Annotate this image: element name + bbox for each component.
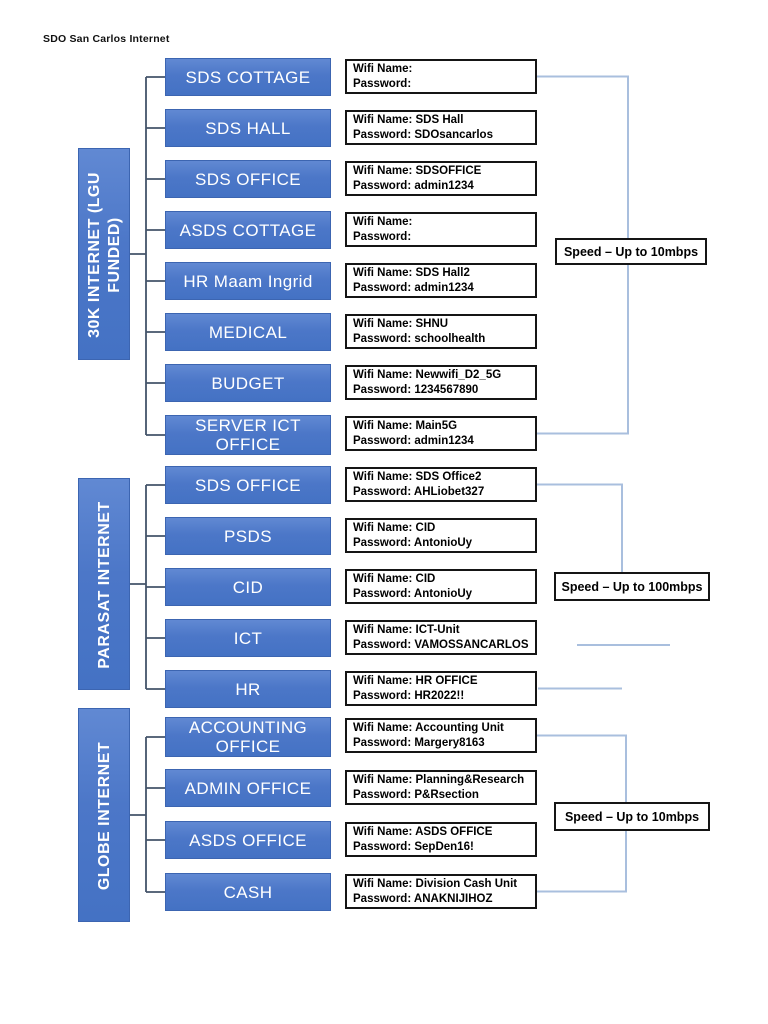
wifi-name-line: Wifi Name: Accounting Unit [353,722,504,734]
group-label: 30K INTERNET (LGU FUNDED) [78,148,130,360]
password-line: Password: admin1234 [353,179,474,192]
password-line: Password: SDOsancarlos [353,128,493,141]
office-box: ASDS COTTAGE [165,211,331,249]
speed-box: Speed – Up to 10mbps [554,802,710,831]
wifi-name-line: Wifi Name: [353,216,413,228]
speed-box: Speed – Up to 10mbps [555,238,707,265]
wifi-name-line: Wifi Name: SDSOFFICE [353,165,482,177]
office-box: SERVER ICT OFFICE [165,415,331,455]
office-box: HR [165,670,331,708]
wifi-name-line: Wifi Name: ASDS OFFICE [353,826,493,838]
wifi-name-line: Wifi Name: CID [353,522,436,534]
wifi-name-line: Wifi Name: SDS Hall [353,114,464,126]
wifi-name-line: Wifi Name: Division Cash Unit [353,878,518,890]
password-line: Password: admin1234 [353,281,474,294]
group-label-text: PARASAT INTERNET [96,501,113,669]
wifi-name-line: Wifi Name: Main5G [353,420,458,432]
password-line: Password: HR2022!! [353,689,465,702]
wifi-name-line: Wifi Name: CID [353,573,436,585]
password-line: Password: AntonioUy [353,536,473,549]
wifi-info-box: Wifi Name: CID Password: AntonioUy [345,569,537,604]
group-label-text: 30K INTERNET (LGU FUNDED) [86,172,123,338]
office-box: ASDS OFFICE [165,821,331,859]
office-box: SDS OFFICE [165,466,331,504]
wifi-info-box: Wifi Name: CID Password: AntonioUy [345,518,537,553]
wifi-info-box: Wifi Name: HR OFFICE Password: HR2022!! [345,671,537,706]
password-line: Password: [353,77,412,90]
password-line: Password: SepDen16! [353,840,474,853]
password-line: Password: P&Rsection [353,788,479,801]
wifi-info-box: Wifi Name: Password: [345,59,537,94]
office-box: ADMIN OFFICE [165,769,331,807]
office-box: ICT [165,619,331,657]
office-box: PSDS [165,517,331,555]
password-line: Password: ANAKNIJIHOZ [353,892,493,905]
office-box: ACCOUNTING OFFICE [165,717,331,757]
wifi-name-line: Wifi Name: Planning&Research [353,774,525,786]
page-title: SDO San Carlos Internet [43,33,170,45]
wifi-name-line: Wifi Name: HR OFFICE [353,675,478,687]
office-box: SDS HALL [165,109,331,147]
wifi-info-box: Wifi Name: Main5G Password: admin1234 [345,416,537,451]
office-box: CASH [165,873,331,911]
office-box: CID [165,568,331,606]
wifi-info-box: Wifi Name: SHNU Password: schoolhealth [345,314,537,349]
wifi-info-box: Wifi Name: Newwifi_D2_5G Password: 123456… [345,365,537,400]
office-box: SDS COTTAGE [165,58,331,96]
speed-box: Speed – Up to 100mbps [554,572,710,601]
office-box: HR Maam Ingrid [165,262,331,300]
wifi-name-line: Wifi Name: SDS Hall2 [353,267,470,279]
office-box: MEDICAL [165,313,331,351]
password-line: Password: Margery8163 [353,736,485,749]
wifi-name-line: Wifi Name: SHNU [353,318,449,330]
wifi-info-box: Wifi Name: SDSOFFICE Password: admin1234 [345,161,537,196]
password-line: Password: admin1234 [353,434,474,447]
group-label: GLOBE INTERNET [78,708,130,922]
wifi-name-line: Wifi Name: ICT-Unit [353,624,460,636]
wifi-name-line: Wifi Name: Newwifi_D2_5G [353,369,502,381]
password-line: Password: AHLiobet327 [353,485,485,498]
wifi-name-line: Wifi Name: SDS Office2 [353,471,482,483]
wifi-name-line: Wifi Name: [353,63,413,75]
office-box: BUDGET [165,364,331,402]
password-line: Password: AntonioUy [353,587,473,600]
group-label: PARASAT INTERNET [78,478,130,690]
group-label-text: GLOBE INTERNET [96,741,113,891]
wifi-info-box: Wifi Name: Password: [345,212,537,247]
office-box: SDS OFFICE [165,160,331,198]
password-line: Password: 1234567890 [353,383,479,396]
password-line: Password: schoolhealth [353,332,486,345]
password-line: Password: VAMOSSANCARLOS [353,638,529,651]
password-line: Password: [353,230,412,243]
wifi-info-box: Wifi Name: ASDS OFFICE Password: SepDen16… [345,822,537,857]
